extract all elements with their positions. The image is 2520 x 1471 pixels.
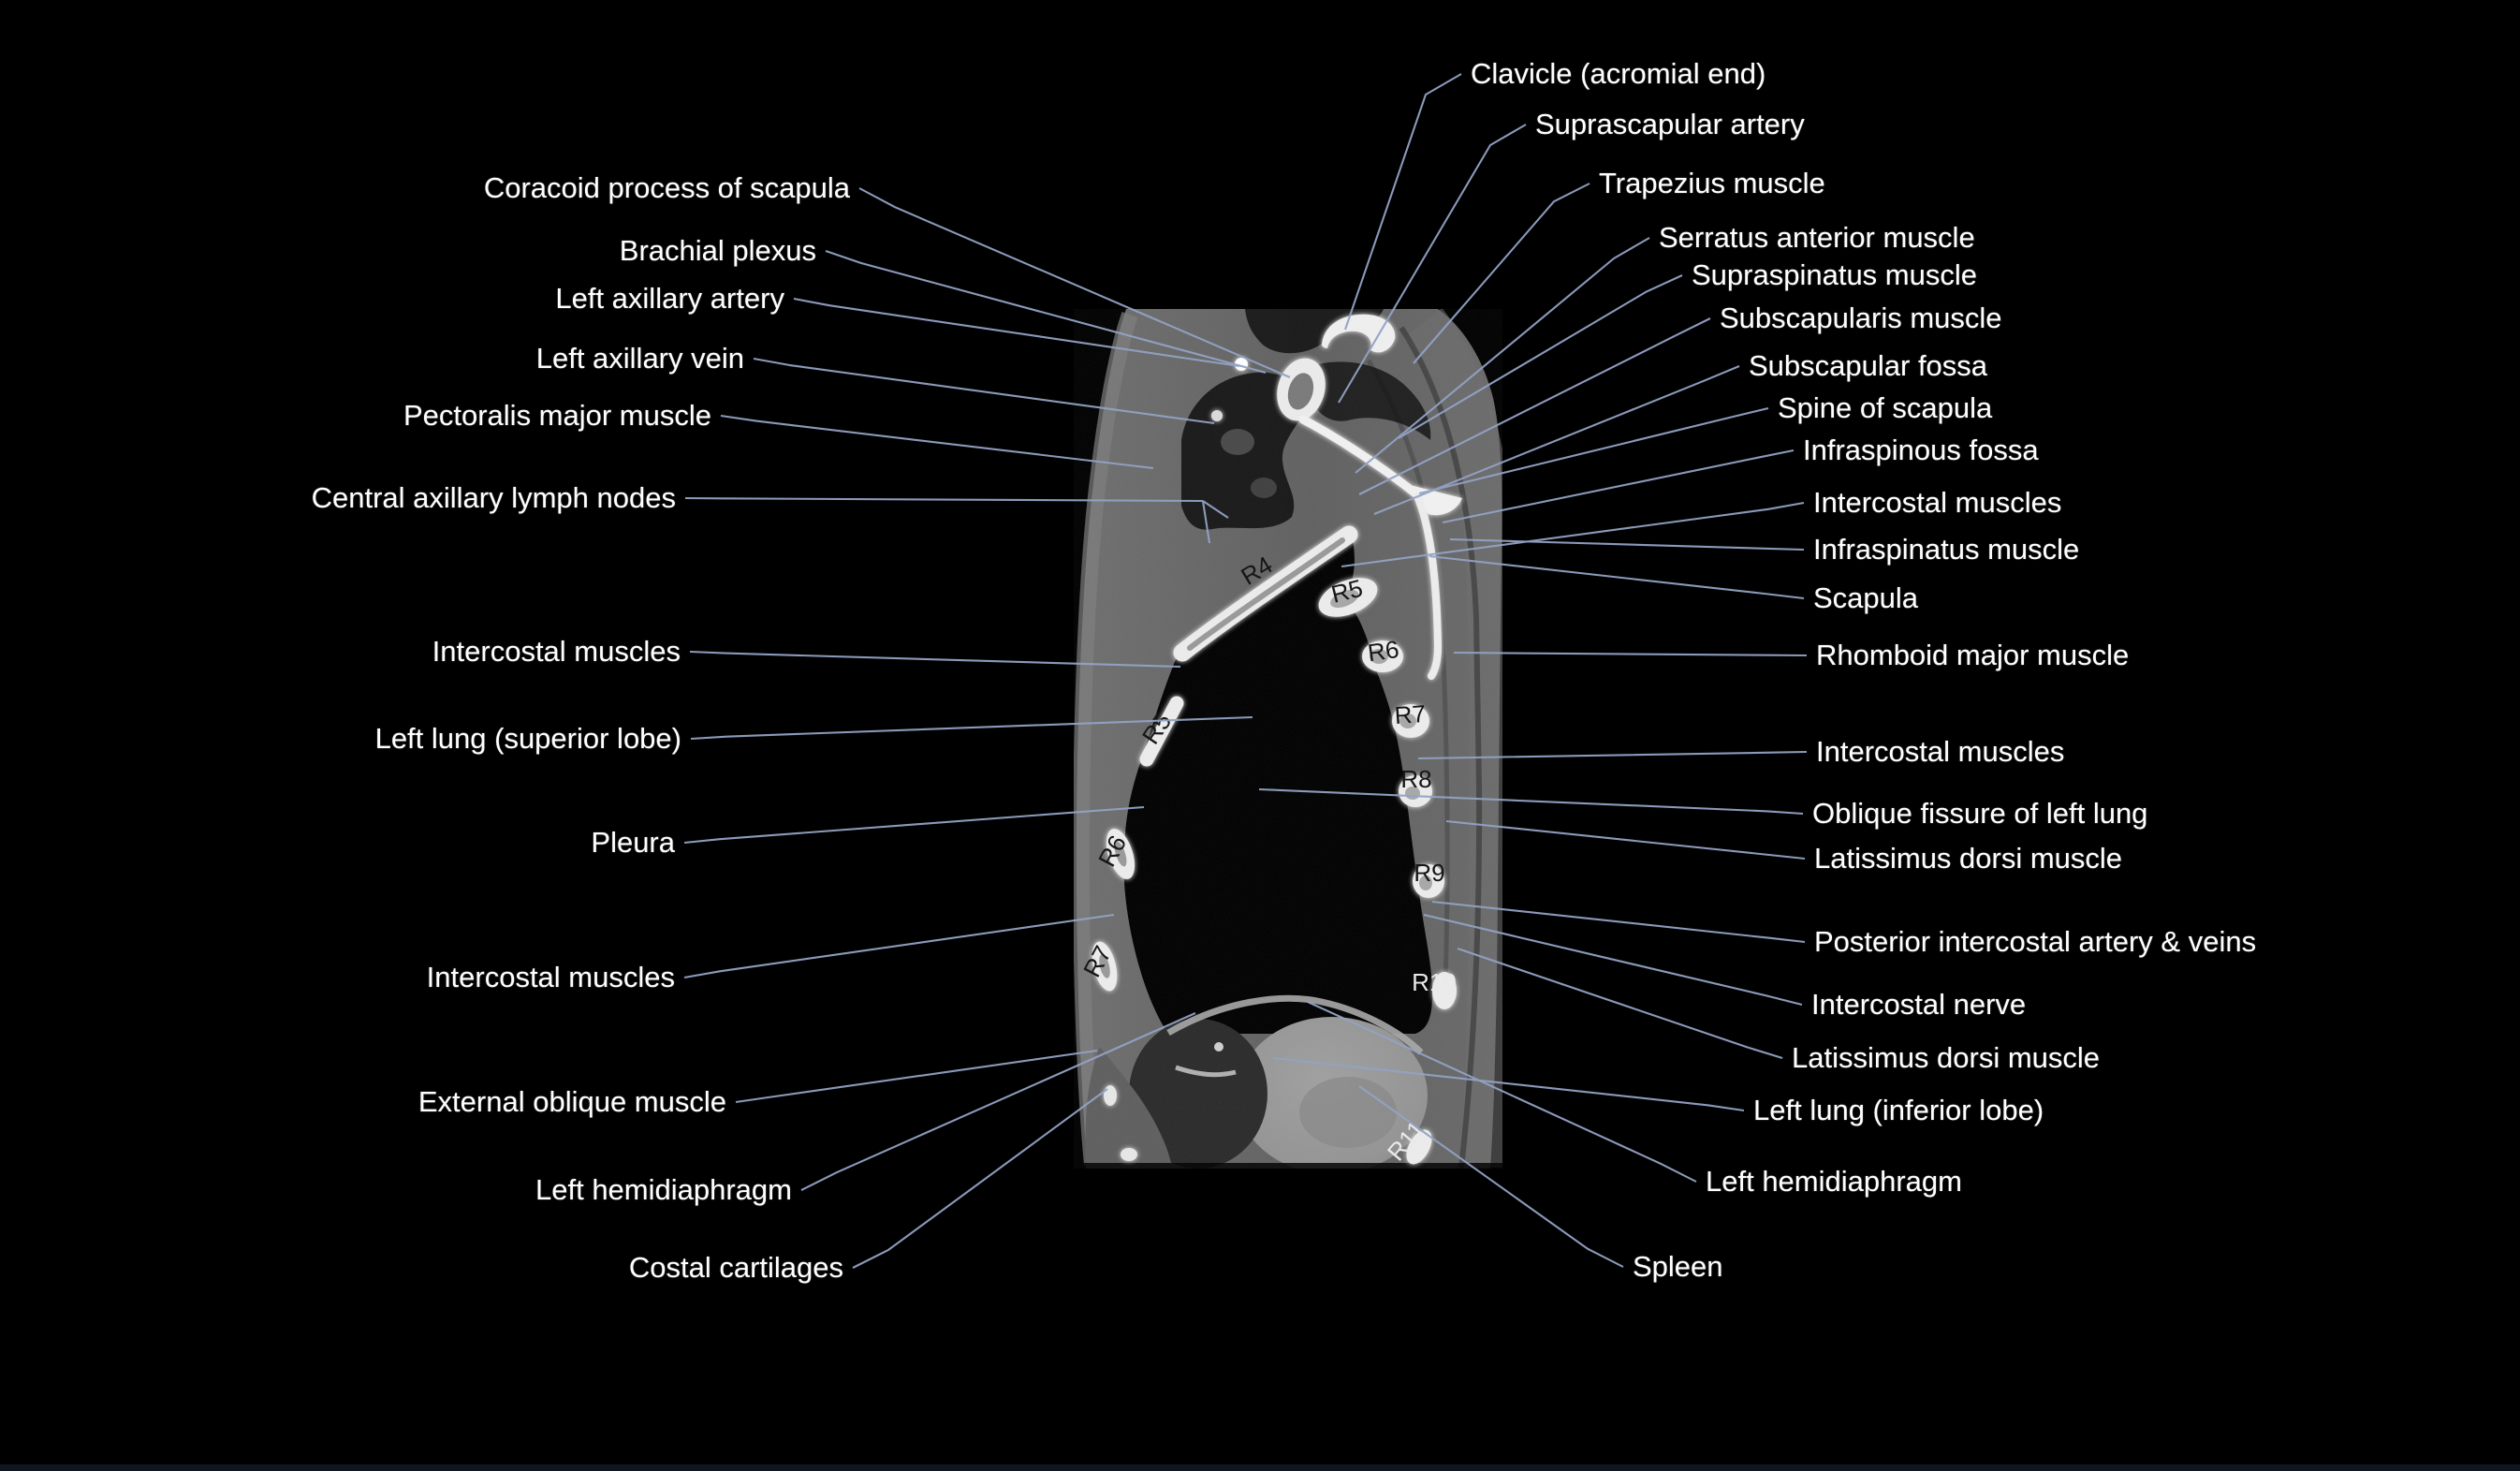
- leader-line: [684, 496, 1204, 503]
- anatomy-label: Central axillary lymph nodes: [311, 481, 676, 514]
- leader-line: [1258, 787, 1804, 816]
- anatomy-label: Spleen: [1633, 1250, 1723, 1283]
- leader-line: [1457, 948, 1783, 1060]
- anatomy-label: Spine of scapula: [1778, 391, 1993, 424]
- anatomy-label: Intercostal muscles: [426, 961, 675, 993]
- anatomy-label: Subscapular fossa: [1749, 349, 1988, 382]
- anatomy-label: Intercostal muscles: [1816, 735, 2065, 768]
- leader-line: [1445, 819, 1806, 861]
- anatomy-label: Costal cartilages: [628, 1251, 843, 1284]
- leader-line: [1373, 365, 1740, 515]
- rib-marker-label: R6: [1366, 635, 1400, 667]
- anatomy-label: Infraspinatus muscle: [1813, 533, 2080, 566]
- anatomy-label: External oblique muscle: [418, 1085, 726, 1118]
- leader-line: [825, 250, 1267, 375]
- leader-line: [1431, 900, 1806, 944]
- anatomy-label: Left lung (superior lobe): [374, 722, 681, 755]
- anatomy-label: Latissimus dorsi muscle: [1792, 1041, 2101, 1074]
- leader-line: [1417, 750, 1808, 760]
- leader-line: [683, 805, 1145, 845]
- leader-line: [1413, 183, 1590, 364]
- leader-line: [858, 187, 1291, 378]
- ct-scan-content: [1074, 309, 1502, 1169]
- leader-line: [753, 357, 1215, 425]
- leader-line: [1307, 1001, 1697, 1183]
- anatomy-label: Scapula: [1813, 581, 1919, 614]
- anatomy-label: Rhomboid major muscle: [1816, 639, 2130, 671]
- leader-line: [720, 414, 1154, 470]
- bottom-bar: [0, 1464, 2520, 1471]
- anatomy-label: Oblique fissure of left lung: [1812, 797, 2148, 830]
- rib-marker-label: R8: [1400, 765, 1431, 793]
- leader-line: [1442, 449, 1795, 524]
- leader-line: [800, 1012, 1196, 1191]
- leader-line: [1398, 274, 1683, 439]
- anatomy-label: Supraspinatus muscle: [1692, 258, 1977, 291]
- leader-line: [1423, 913, 1803, 1007]
- anatomy-label: Intercostal nerve: [1811, 988, 2027, 1021]
- anatomy-label: Clavicle (acromial end): [1471, 57, 1766, 90]
- leader-line: [1358, 317, 1711, 495]
- anatomy-label: Left lung (inferior lobe): [1753, 1094, 2044, 1126]
- leader-line: [1344, 73, 1462, 331]
- leader-line: [683, 913, 1115, 979]
- leader-line: [1355, 237, 1650, 474]
- anatomy-label: Subscapularis muscle: [1720, 302, 2002, 334]
- leader-lines: [683, 73, 1808, 1269]
- anatomy-label: Brachial plexus: [619, 234, 816, 267]
- leader-line: [690, 715, 1253, 741]
- anatomy-label: Serratus anterior muscle: [1659, 221, 1975, 254]
- rib-marker-label: R7: [1394, 699, 1427, 729]
- leader-line: [852, 1088, 1108, 1269]
- anatomy-label: Intercostal muscles: [432, 635, 681, 668]
- leader-line: [793, 297, 1240, 368]
- leader-line: [1338, 124, 1527, 404]
- anatomy-label: Coracoid process of scapula: [483, 171, 850, 204]
- anatomy-label: Latissimus dorsi muscle: [1814, 842, 2123, 875]
- leader-line: [1418, 406, 1769, 495]
- leader-line: [1358, 1085, 1624, 1268]
- leader-line-branch: [1202, 500, 1229, 519]
- anatomy-label: Intercostal muscles: [1813, 486, 2062, 519]
- anatomy-label: Trapezius muscle: [1599, 167, 1825, 199]
- leader-line-branch: [1201, 500, 1211, 544]
- anatomy-label: Posterior intercostal artery & veins: [1814, 925, 2257, 958]
- leader-line: [1453, 651, 1808, 657]
- anatomy-label: Suprascapular artery: [1535, 108, 1805, 140]
- leader-line: [689, 650, 1181, 669]
- anatomy-label: Left axillary vein: [535, 342, 744, 375]
- anatomy-label: Infraspinous fossa: [1803, 434, 2039, 466]
- rib-marker-label: R10: [1412, 968, 1457, 996]
- leader-line: [735, 1049, 1098, 1104]
- anatomy-label: Pectoralis major muscle: [403, 399, 711, 432]
- anatomy-label: Left hemidiaphragm: [1706, 1165, 1962, 1198]
- leader-line: [1428, 554, 1805, 600]
- anatomy-label: Pleura: [591, 826, 675, 859]
- leader-line: [1341, 501, 1805, 568]
- anatomy-label: Left axillary artery: [555, 282, 784, 315]
- anatomy-label: Left hemidiaphragm: [535, 1173, 792, 1206]
- leader-line: [1272, 1056, 1745, 1112]
- rib-marker-label: R9: [1414, 859, 1444, 887]
- leader-line: [1449, 537, 1805, 552]
